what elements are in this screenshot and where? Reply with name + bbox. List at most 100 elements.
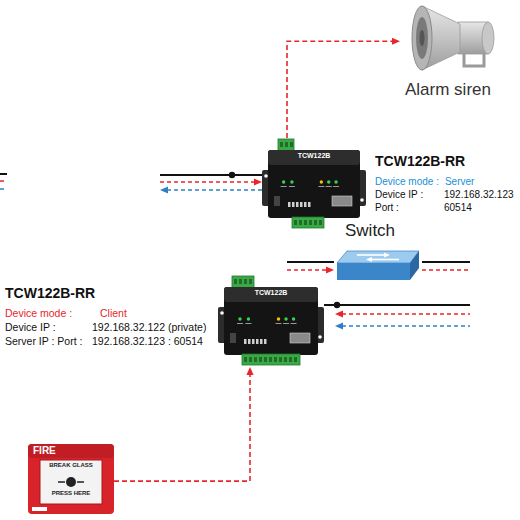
client-network-wires-part [335,323,343,330]
device-illustration-part [360,198,364,202]
signal-line [114,373,250,481]
call-point-illustration-part [58,481,84,483]
device-illustration-part [289,357,292,362]
device-illustration [262,138,366,230]
siren-illustration-part [420,30,425,46]
server-device: TCW122B-RRTCW122BDevice mode :ServerDevi… [262,138,366,230]
device-illustration-part [290,333,310,343]
device-illustration-part [252,339,255,344]
device-illustration-part [282,180,285,183]
device-illustration-part [264,174,268,178]
device-illustration-part [274,357,277,362]
switch-illustration-part [410,251,419,280]
switch-wires-part [287,261,334,263]
device-illustration-part [256,339,259,344]
device-illustration-part [296,202,299,207]
device-model: TCW122B-RR [5,285,95,301]
siren-illustration-part [412,6,432,70]
device-illustration-part [318,335,322,339]
device-illustration-part [309,220,312,225]
device-illustration-part [333,186,339,187]
switch-illustration [335,248,421,288]
server-network-wires-part [254,179,262,186]
client-network-wires [324,302,470,330]
server-network-wires-part [160,174,262,176]
fire-call-point: FIREBREAK GLASSPRESS HERE [28,444,114,514]
device-model: TCW122B-RR [375,153,465,169]
device-illustration-part [320,180,323,183]
device-illustration-part [284,357,287,362]
network-switch: Switch [335,248,421,288]
device-illustration-part [294,220,297,225]
device-illustration-part [244,357,247,362]
client-network-wires-part [342,325,470,327]
device-illustration-part [288,202,291,207]
device-illustration-part [234,279,237,284]
field-label: Server IP : Port : [5,335,82,347]
device-caption: Alarm siren [405,80,491,100]
device-illustration-part [318,186,324,187]
device-illustration [218,275,324,367]
switch-illustration-part [371,259,399,261]
switch-wires-part [422,261,470,263]
device-illustration-part [274,196,280,206]
device-illustration-part [249,279,252,284]
call-point-title: FIRE [33,445,56,457]
signal-connector [114,367,254,481]
device-illustration-part [314,220,317,225]
left-edge-wires-part [0,173,7,175]
device-caption: Switch [345,221,395,241]
call-point-illustration-part [66,477,76,487]
device-illustration-part [280,142,283,147]
call-point-illustration-part [40,460,102,504]
switch-wires-part [326,267,334,274]
device-illustration-part [290,180,293,183]
switch-illustration-part [384,253,390,258]
call-point-illustration-part [32,507,47,511]
device-illustration-part [220,311,224,315]
switch-illustration-part [337,263,410,280]
left-edge-wires-part [0,180,7,182]
field-label: Device IP : [5,321,56,333]
device-illustration-part [319,220,322,225]
client-network-wires-part [335,311,343,318]
field-label: Device mode : [375,176,439,188]
device-illustration-part [244,279,247,284]
field-label: Device mode : [5,307,72,319]
device-illustration-part [264,357,267,362]
device-illustration-part [269,357,272,362]
client-network-wires-part [324,304,470,306]
switch-illustration-part [357,254,385,256]
device-illustration-part [308,202,311,207]
device-illustration-part [244,339,247,344]
device-illustration-part [248,339,251,344]
device-illustration-part [278,139,294,151]
device-illustration-part [245,323,251,324]
device-illustration-part [289,186,295,187]
siren-device: Alarm siren [400,0,500,75]
field-label: Port : [375,202,399,214]
signal-connector [287,38,400,138]
call-point-illustration-part [28,444,114,458]
device-front-label: TCW122B [255,289,288,297]
device-illustration-part [276,323,282,324]
field-value: Server [445,176,474,188]
left-edge-wires [0,174,7,189]
field-value: 192.168.32.122 (private) [92,321,206,333]
switch-illustration-part [366,257,372,262]
call-point-instruction: BREAK GLASS [49,462,93,469]
switch-illustration-part [337,251,419,263]
field-value: 60514 [444,202,472,214]
device-illustration-part [224,287,318,355]
siren-illustration-part [416,17,428,59]
left-edge-wires-part [0,188,7,190]
device-illustration-part [292,217,324,228]
device-illustration-part [247,317,250,320]
device-illustration-part [242,354,300,365]
device-illustration-part [290,142,293,147]
device-illustration-part [249,357,252,362]
device-illustration-part [326,186,332,187]
